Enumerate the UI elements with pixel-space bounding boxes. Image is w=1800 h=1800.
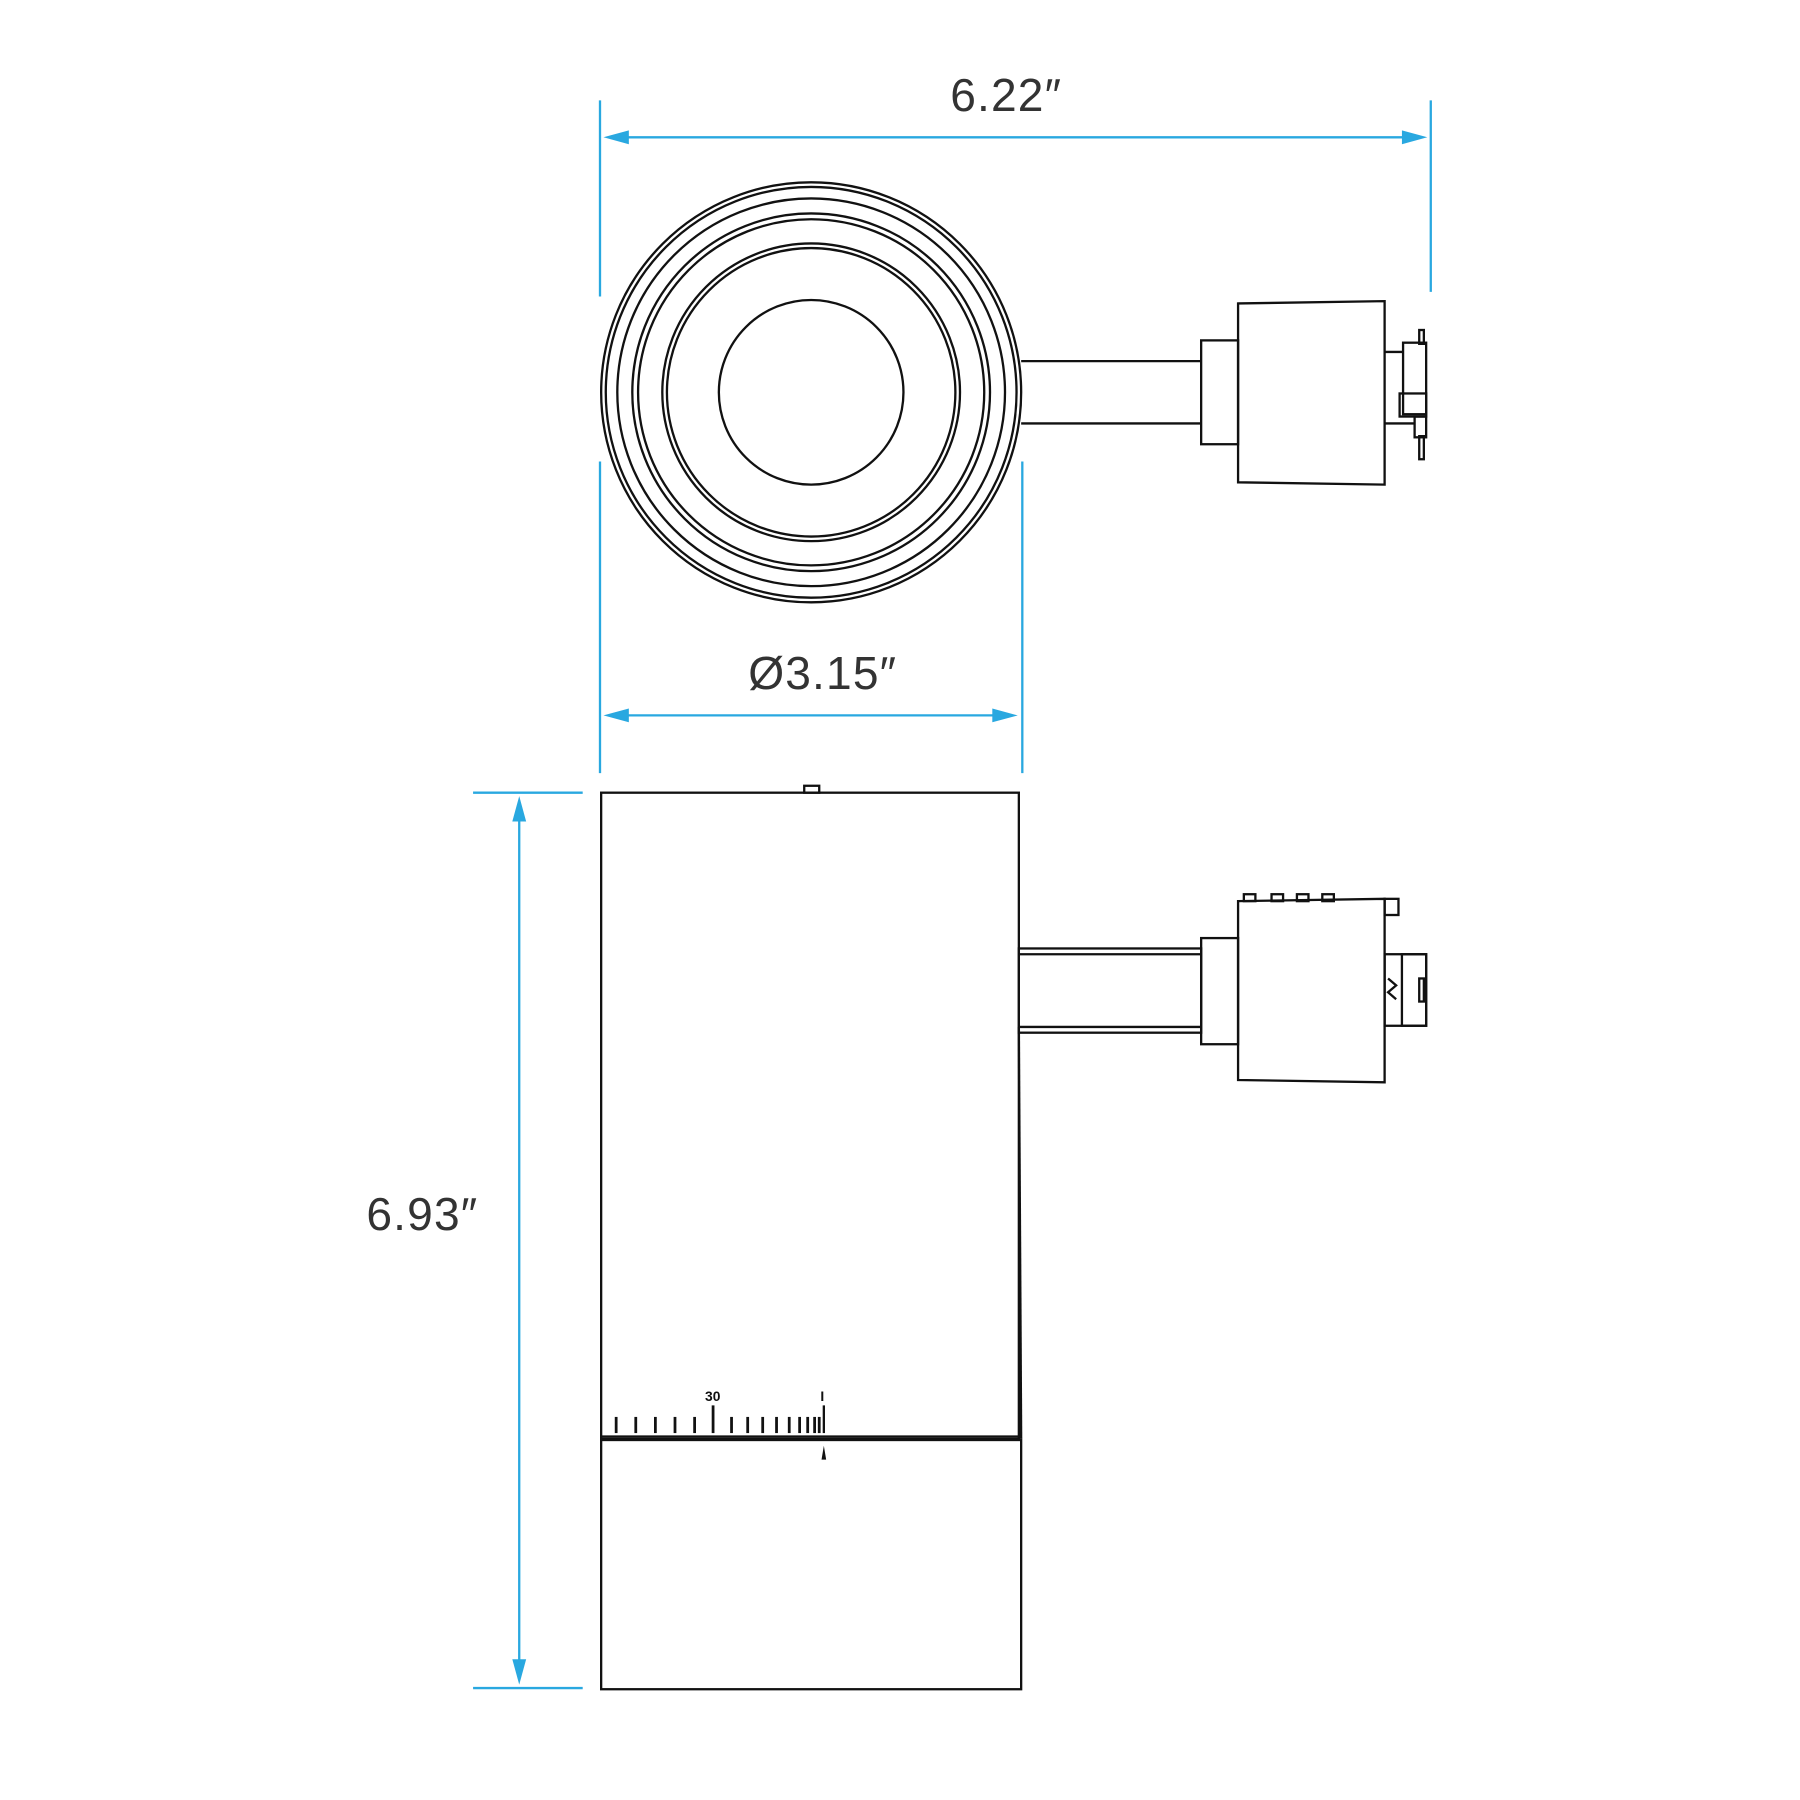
housing-base: [600, 1438, 1023, 1691]
height-label: 6.93″: [366, 1188, 478, 1240]
scale-tick: [614, 1416, 618, 1434]
scale-tick: [654, 1416, 657, 1434]
arm-collar: [1200, 339, 1240, 446]
scale-tick: [673, 1416, 677, 1434]
scale-tick: [730, 1416, 733, 1434]
connector-block: [1401, 341, 1428, 416]
bezel: [636, 218, 986, 567]
reflector-inner: [665, 246, 957, 538]
top-nub: [803, 784, 821, 794]
dimension-diameter: Ø3.15″: [598, 461, 1024, 774]
scale-tick: [798, 1416, 801, 1434]
housing-body: [599, 791, 1020, 1440]
track-adapter-side: [1236, 897, 1386, 1084]
scale-tick: [761, 1416, 765, 1434]
scale-label-30: 30: [705, 1388, 721, 1404]
scale-pointer: [821, 1445, 827, 1460]
arm: [1017, 947, 1203, 1034]
scale-label-zero: I: [820, 1388, 824, 1404]
scale-tick: [817, 1416, 821, 1434]
trim-ring: [616, 197, 1007, 588]
track-adapter: [1236, 299, 1386, 486]
reflector: [661, 242, 962, 543]
dimension-height: 6.93″: [366, 791, 583, 1690]
diameter-label: Ø3.15″: [748, 647, 897, 699]
arm-collar-side: [1200, 936, 1240, 1046]
tilt-scale: [614, 1405, 825, 1434]
side-view: 30 I: [599, 784, 1428, 1691]
scale-tick: [711, 1405, 715, 1434]
dimension-width: 6.22″: [598, 69, 1432, 297]
outer-ring: [600, 181, 1023, 604]
lens: [717, 298, 905, 486]
scale-tick: [634, 1416, 638, 1434]
width-label: 6.22″: [950, 69, 1062, 121]
trim-ring-inner: [631, 212, 992, 573]
outer-ring-inner: [604, 185, 1018, 599]
top-view: [600, 181, 1428, 604]
scale-tick: [806, 1416, 810, 1434]
scale-tick: [787, 1416, 791, 1434]
scale-tick-zero: [822, 1405, 825, 1434]
scale-tick: [813, 1416, 816, 1434]
scale-tick: [746, 1416, 750, 1434]
scale-tick: [693, 1416, 696, 1434]
scale-tick: [775, 1416, 778, 1434]
